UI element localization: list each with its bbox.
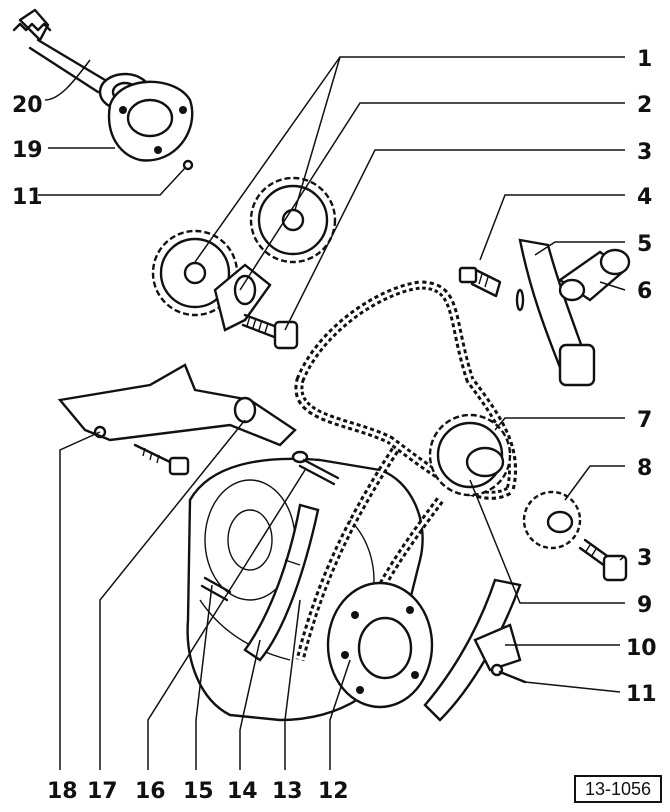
oil-pump-sprocket <box>522 490 582 550</box>
chain-guide-lower <box>423 578 522 722</box>
callout-18: 18 <box>47 779 78 804</box>
callout-17: 17 <box>87 779 118 804</box>
callout-4: 4 <box>637 185 652 210</box>
intermediate-sprocket <box>428 413 512 497</box>
callout-3-upper: 3 <box>637 140 652 165</box>
callout-11-left: 11 <box>12 185 43 210</box>
callout-5: 5 <box>637 232 652 257</box>
stud-left <box>200 576 232 602</box>
callout-3-lower: 3 <box>637 546 652 571</box>
sprocket-bolt-lower <box>578 538 628 582</box>
sprocket-bolt-upper <box>241 313 299 350</box>
callout-20: 20 <box>12 93 43 118</box>
callout-19: 19 <box>12 138 43 163</box>
callout-7: 7 <box>637 408 652 433</box>
circlip-top <box>182 159 194 171</box>
chain-guide-left <box>243 503 320 662</box>
callout-9: 9 <box>637 593 652 618</box>
crankshaft-sprocket <box>326 581 434 709</box>
callout-1: 1 <box>637 47 652 72</box>
callout-2: 2 <box>637 93 652 118</box>
leader-lines <box>38 56 626 770</box>
callout-labels: 1 2 3 4 5 6 7 8 3 9 10 11 20 19 11 18 17… <box>12 47 657 804</box>
callout-6: 6 <box>637 279 652 304</box>
callout-11-right: 11 <box>626 682 657 707</box>
guide-screw <box>490 663 527 684</box>
callout-12: 12 <box>318 779 349 804</box>
chain-tensioner <box>557 248 631 302</box>
mounting-bracket <box>57 363 297 447</box>
stud-bolt <box>458 266 502 298</box>
callout-10: 10 <box>626 636 657 661</box>
callout-16: 16 <box>135 779 166 804</box>
callout-8: 8 <box>637 456 652 481</box>
flange-plate <box>107 80 194 162</box>
guide-pin <box>291 450 340 486</box>
chain-guide-right <box>515 238 596 387</box>
callout-13: 13 <box>272 779 303 804</box>
callout-15: 15 <box>183 779 214 804</box>
callout-14: 14 <box>227 779 258 804</box>
spacer-hub <box>213 263 272 332</box>
figure-reference-number: 13-1056 <box>574 775 662 803</box>
bracket-screw <box>133 443 190 476</box>
